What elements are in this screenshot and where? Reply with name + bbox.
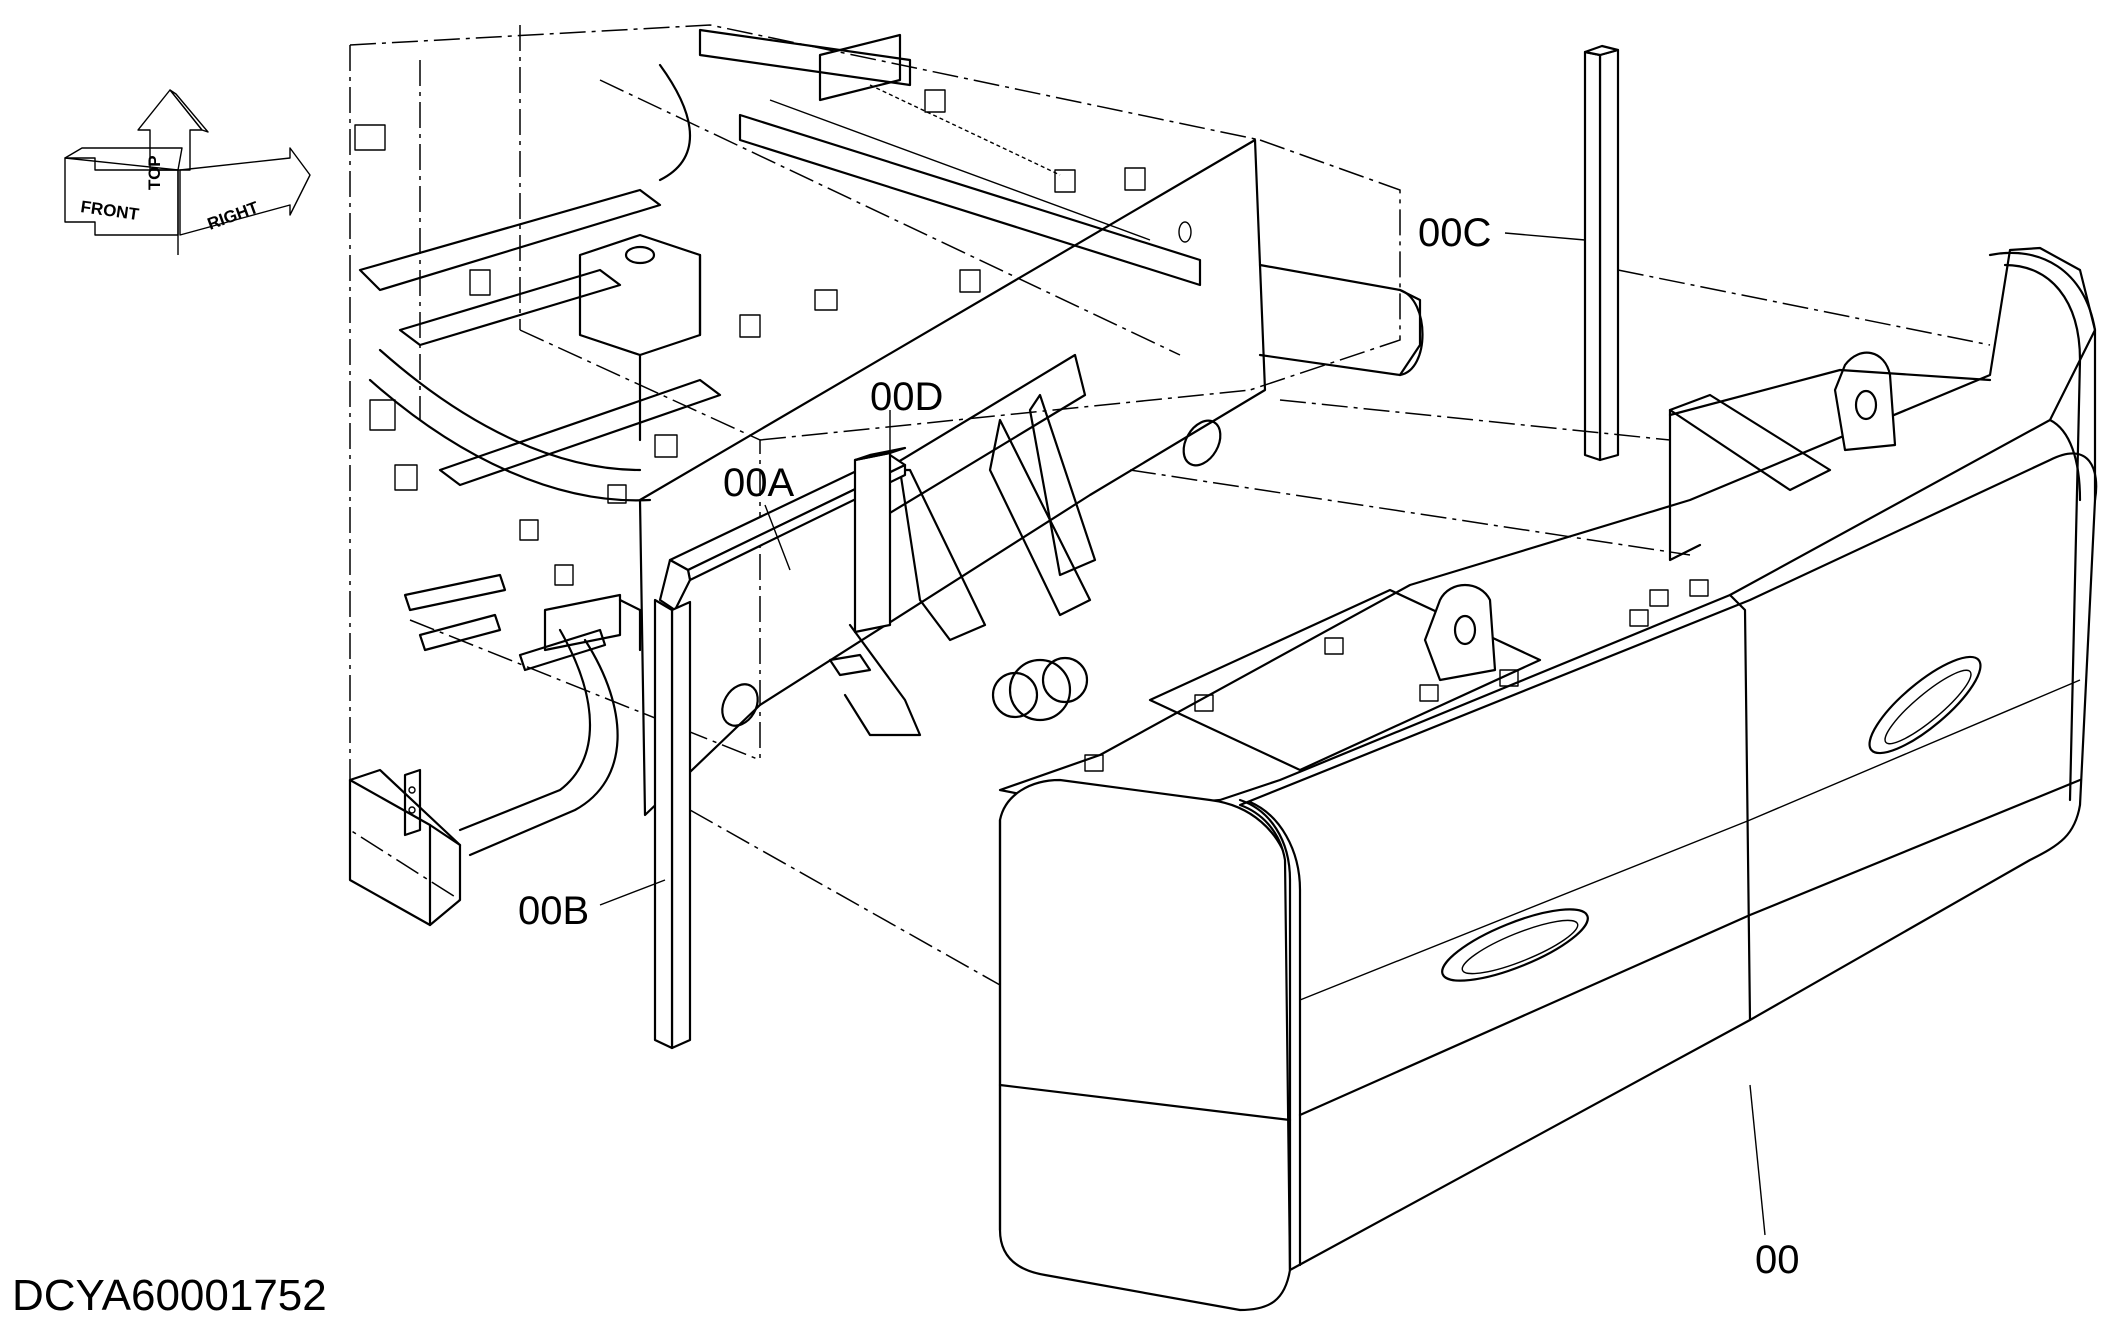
front-label: FRONT xyxy=(79,197,140,224)
part-00c-post xyxy=(1583,44,1620,462)
callout-00a: 00A xyxy=(723,461,794,505)
leader-lines xyxy=(599,232,1766,1236)
counterweight-00 xyxy=(689,246,2098,1312)
top-label: TOP xyxy=(145,155,164,190)
part-00a-seal-bar xyxy=(658,453,907,612)
callout-00d: 00D xyxy=(870,375,943,419)
drawing-code: DCYA60001752 xyxy=(12,1271,327,1320)
callout-00c: 00C xyxy=(1418,211,1491,255)
part-00d-strip xyxy=(853,446,907,634)
callout-00b: 00B xyxy=(518,889,589,933)
orientation-arrow-icon: FRONT TOP RIGHT xyxy=(64,89,311,255)
part-00b-vertical-bar xyxy=(653,598,692,1050)
callout-00: 00 xyxy=(1755,1238,1800,1282)
upper-frame-structure xyxy=(348,24,1424,927)
right-label: RIGHT xyxy=(205,198,262,234)
